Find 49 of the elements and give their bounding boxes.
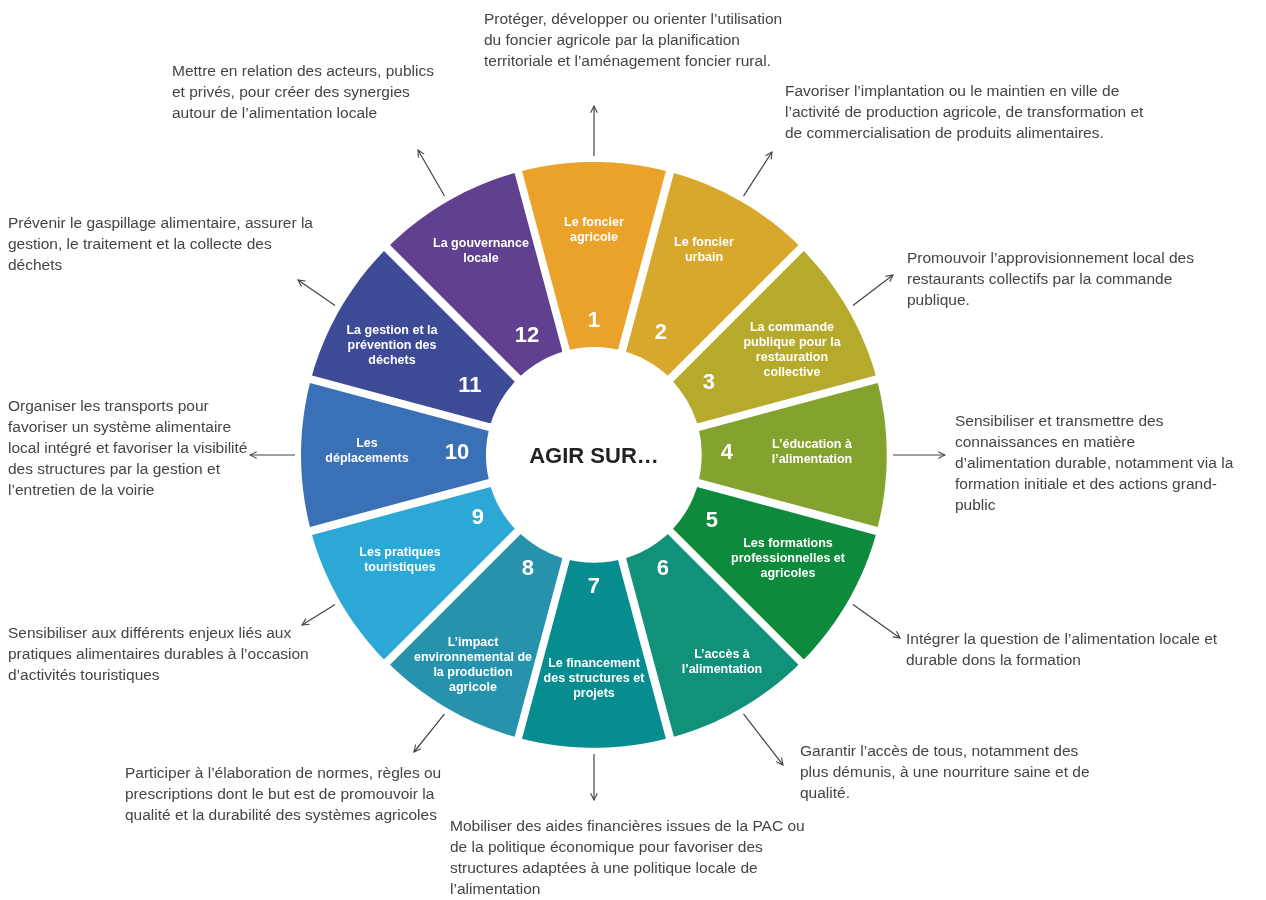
description-text: Organiser les transports pour favoriser un système alimentaire local intégré et favoriser la visibilité des structures par la gestion et l’entretien de la voirie xyxy=(8,395,266,500)
description-text: Favoriser l’implantation ou le maintien en ville de l’activité de production agricole, de transformation et de commercialisation de produits alimentaires. xyxy=(785,80,1160,143)
description-text: Sensibiliser aux différents enjeux liés aux pratiques alimentaires durables à l’occasion d’activités touristiques xyxy=(8,622,358,685)
description-text: Protéger, développer ou orienter l’utilisation du foncier agricole par la planification territoriale et l’aménagement foncier rural. xyxy=(484,8,784,71)
segment-label: La gouvernance locale xyxy=(432,236,530,266)
arrow xyxy=(590,753,598,801)
arrow xyxy=(852,274,894,307)
arrow xyxy=(249,451,296,459)
segment-number: 4 xyxy=(720,439,734,465)
description-text: Garantir l’accès de tous, notamment des plus démunis, à une nourriture saine et de qualité. xyxy=(800,740,1110,803)
arrow xyxy=(590,105,598,157)
segment-number: 5 xyxy=(705,507,719,533)
segment-label: Le financement des structures et projets xyxy=(542,655,646,701)
center-title: AGIR SUR… xyxy=(529,441,659,470)
segment-label: L’éducation à l’alimentation xyxy=(770,437,854,467)
segment-number: 6 xyxy=(656,555,670,581)
segment-label: Les formations professionnelles et agricoles xyxy=(730,535,846,581)
segment-label: L’accès à l’alimentation xyxy=(680,647,764,677)
arrow xyxy=(417,149,446,197)
segment-number: 10 xyxy=(444,439,470,465)
description-text: Sensibiliser et transmettre des connaissances en matière d’alimentation durable, notamment via la formation initiale et des actions grand-public xyxy=(955,410,1235,515)
segment-number: 12 xyxy=(514,322,540,348)
description-text: Promouvoir l’approvisionnement local des restaurants collectifs par la commande publique. xyxy=(907,247,1202,310)
segment-number: 8 xyxy=(521,555,535,581)
description-text: Participer à l’élaboration de normes, règles ou prescriptions dont le but est de promouvoir la qualité et la durabilité des systèmes agricoles xyxy=(125,762,445,825)
segment-label: La gestion et la prévention des déchets xyxy=(345,322,439,368)
description-text: Intégrer la question de l’alimentation locale et durable dons la formation xyxy=(906,628,1251,670)
segment-number: 2 xyxy=(654,319,668,345)
segment-label: Le foncier agricole xyxy=(563,215,625,245)
arrow xyxy=(892,451,946,459)
arrow xyxy=(852,603,901,639)
segment-label: Les déplacements xyxy=(324,436,410,466)
segment-label: Les pratiques touristiques xyxy=(358,545,442,575)
segment-number: 3 xyxy=(702,369,716,395)
arrow xyxy=(413,713,446,753)
segment-label: Le foncier urbain xyxy=(673,235,735,265)
arrow xyxy=(301,603,336,626)
arrow xyxy=(742,151,773,197)
segment-number: 1 xyxy=(587,307,601,333)
description-text: Mobiliser des aides financières issues de la PAC ou de la politique économique pour favoriser des structures adaptées à une politique locale de l’alimentation xyxy=(450,815,815,899)
segment-number: 7 xyxy=(587,573,601,599)
description-text: Prévenir le gaspillage alimentaire, assurer la gestion, le traitement et la collecte des déchets xyxy=(8,212,313,275)
description-text: Mettre en relation des acteurs, publics et privés, pour créer des synergies autour de l’alimentation locale xyxy=(172,60,447,123)
segment-label: La commande publique pour la restauration collective xyxy=(742,320,842,380)
segment-number: 9 xyxy=(471,504,485,530)
segment-label: L’impact environnemental de la production agricole xyxy=(412,635,534,695)
arrow xyxy=(742,713,784,766)
segment-number: 11 xyxy=(458,372,482,398)
arrow xyxy=(297,279,336,307)
